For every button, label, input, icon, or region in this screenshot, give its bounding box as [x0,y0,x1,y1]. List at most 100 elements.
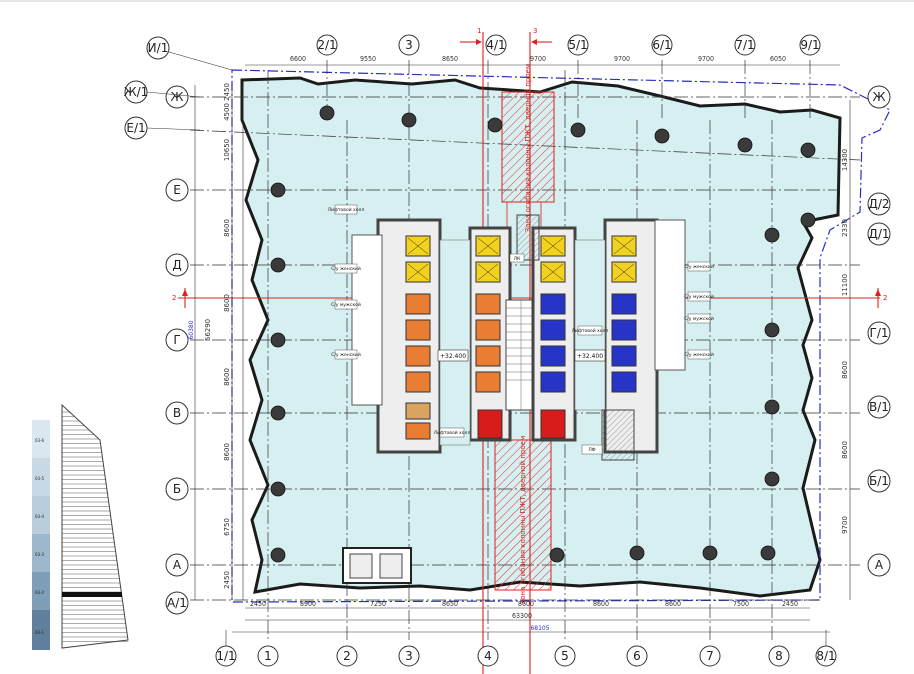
axis-top-3: 3 [405,38,413,52]
axis-bot-2: 2 [343,649,351,663]
axis-left-e: Е [173,183,181,197]
axis-left-zh: Ж [171,90,184,104]
axis-bubbles-top [316,34,821,56]
dim-right-3: 8600 [841,361,849,379]
axis-left-e-1: Е/1 [126,121,145,135]
bottom-dimensions: 2450 8900 7250 8650 8600 8600 8600 7500 … [250,600,798,632]
dim-right-2: 11100 [841,274,849,296]
zone-key: 03-6 03-5 03-4 03-3 03-2 03-1 [32,403,129,650]
dim-bot-6: 8600 [665,600,681,608]
dim-left-2: 10650 [223,139,231,161]
dim-left-0: 2450 [223,83,231,101]
dim-top-4: 9700 [614,55,630,63]
room-label-wc-women-1: С/у женский [331,265,361,272]
dim-left-3: 8600 [223,219,231,237]
dim-bot-0: 2450 [250,600,266,608]
axis-top-2-1: 2/1 [317,38,336,52]
top-dimensions: 6600 9550 8650 9700 9700 9700 6050 [290,55,786,63]
right-dimensions: 14300 2330 11100 8600 8600 9700 [841,149,849,534]
room-label-hall-1: Лифтовой холл [328,206,365,213]
axis-top-6-1: 6/1 [652,38,671,52]
dim-bot-8: 2450 [782,600,798,608]
key-level-6: 03-6 [35,438,45,443]
room-labels: Лифтовой холл С/у женский С/у мужской С/… [328,204,714,455]
axis-bubbles-right [867,85,891,577]
axis-bot-5: 5 [561,649,569,663]
key-level-2: 03-2 [35,590,45,595]
axis-top-9-1: 9/1 [800,38,819,52]
dim-left-1: 4500 [223,103,231,121]
dim-left-6: 8600 [223,443,231,461]
axis-left-i-1: И/1 [148,41,169,55]
section-mark-top-a: 1 [477,27,481,35]
axis-bot-1-1: 1/1 [216,649,235,663]
key-level-5: 03-5 [35,476,45,481]
zone-label-top: Зона огибания колонны ПЖТ, дверной проем [524,64,532,232]
dim-bot-2: 7250 [370,600,386,608]
axis-bot-7: 7 [706,649,714,663]
room-label-stair: ЛК [514,256,521,262]
room-label-wc-men-2: С/у мужской [684,293,714,300]
dim-right-1: 2330 [841,219,849,237]
room-label-wc-men-1: С/у мужской [331,301,361,308]
dim-bot-5: 8600 [593,600,609,608]
dim-top-1: 9550 [360,55,376,63]
left-dimensions: 2450 4500 10650 8600 8600 8600 8600 6750… [188,83,231,589]
key-level-4: 03-4 [35,514,45,519]
axis-bubbles-bottom [215,645,837,667]
elevation-right: +32.400 [577,353,603,360]
axis-right-a: А [875,558,884,572]
dim-right-5: 9700 [841,516,849,534]
room-label-wc-men-3: С/у мужской [684,315,714,322]
dim-left-4: 8600 [223,294,231,312]
axis-left-zh-1: Ж/1 [124,85,149,99]
dim-bot-overall: 68105 [530,625,549,632]
axis-left-b: Б [173,482,181,496]
room-label-hall-2: Лифтовой холл [434,429,471,436]
dim-top-5: 9700 [698,55,714,63]
dim-top-3: 9700 [530,55,546,63]
dim-bot-3: 8650 [442,600,458,608]
zone-label-bottom: Зона огибания колонны ПЖТ, дверной проем [519,436,527,604]
dim-bot-total: 63300 [512,612,532,620]
axis-bot-3: 3 [405,649,413,663]
axis-bot-8: 8 [775,649,783,663]
axis-right-g-1: Г/1 [870,326,889,340]
elevation-labels: +32.400 +32.400 [437,349,606,362]
dim-right-0: 14300 [841,149,849,171]
elevation-left: +32.400 [440,353,466,360]
dimension-lines [194,64,851,633]
axis-bubbles-left [124,36,189,615]
axis-right-v-1: В/1 [869,400,889,414]
section-mark-right: 2 [883,294,887,302]
room-label-wc-women-3: С/у женский [684,263,714,270]
dim-top-2: 8650 [442,55,458,63]
dim-left-overall: 56290 [204,319,212,341]
dim-left-5: 8600 [223,368,231,386]
dim-bot-4: 8600 [518,600,534,608]
axis-left-a: А [173,558,182,572]
room-label-wc-women-2: С/у женский [331,351,361,358]
axis-left-a-1: А/1 [167,596,187,610]
axis-top-7-1: 7/1 [735,38,754,52]
dim-bot-7: 7500 [733,600,749,608]
dim-top-6: 6050 [770,55,786,63]
dim-left-7: 6750 [223,518,231,536]
section-mark-top-b: 3 [533,27,537,35]
red-hatch-zone [494,91,555,591]
axis-right-b-1: Б/1 [869,474,889,488]
key-level-1: 03-1 [35,630,45,635]
section-mark-left: 2 [172,294,176,302]
axis-right-zh: Ж [873,90,886,104]
elevators [405,235,637,440]
key-level-3: 03-3 [35,552,45,557]
axis-bot-8-1: 8/1 [816,649,835,663]
columns [270,105,816,563]
axis-left-d: Д [172,258,181,272]
room-label-hall-3: Лифтовой холл [572,327,609,334]
axis-left-g: Г [173,333,180,347]
axis-bot-1: 1 [264,649,272,663]
room-label-wc-women-4: С/у женский [684,351,714,358]
axis-right-d-2: Д/2 [868,197,889,211]
